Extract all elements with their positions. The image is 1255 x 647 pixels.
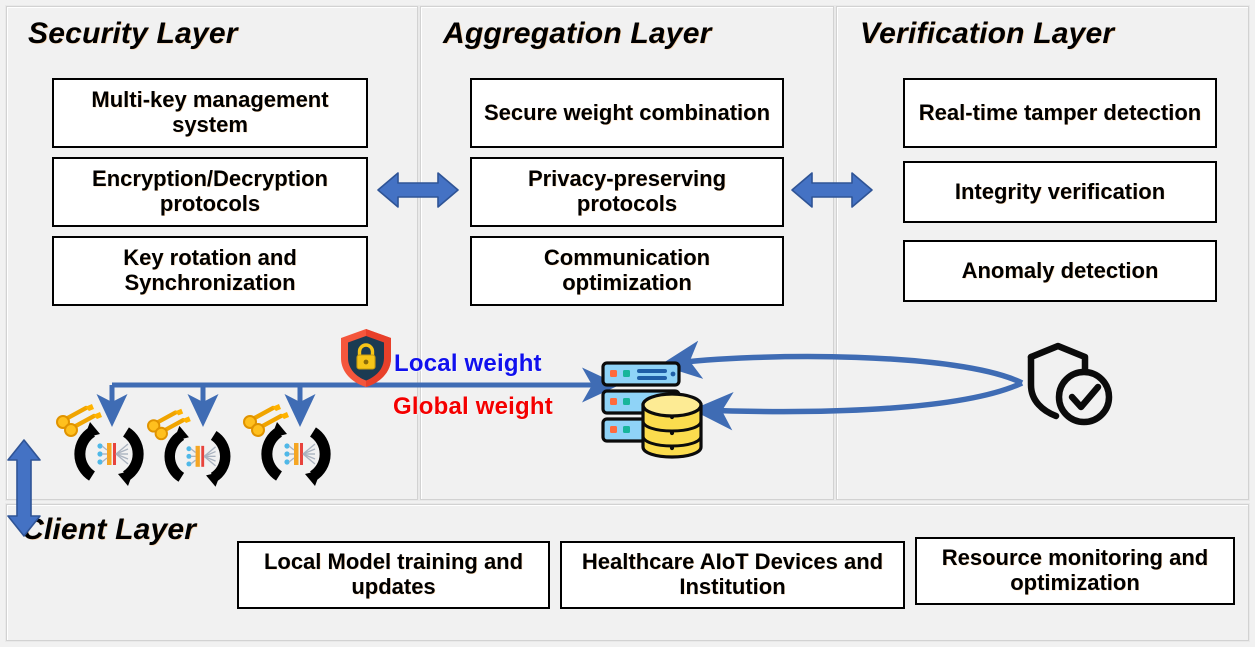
client-box-resource-monitoring[interactable]: Resource monitoring and optimization	[915, 537, 1235, 605]
client-training-node-icon[interactable]	[56, 398, 161, 503]
client-training-node-icon[interactable]	[243, 398, 348, 503]
layer-title-security: Security Layer	[28, 17, 238, 50]
label-local-weight: Local weight	[394, 350, 542, 377]
client-training-node-icon[interactable]	[147, 403, 247, 503]
security-box-encryption-protocols[interactable]: Encryption/Decryption protocols	[52, 157, 368, 227]
server-database-icon	[601, 361, 703, 459]
aggregation-box-communication-optimization[interactable]: Communication optimization	[470, 236, 784, 306]
bidirectional-arrow-security-aggregation	[377, 172, 459, 208]
security-box-key-rotation[interactable]: Key rotation and Synchronization	[52, 236, 368, 306]
aggregation-box-privacy-preserving-protocols[interactable]: Privacy-preserving protocols	[470, 157, 784, 227]
layer-title-verification: Verification Layer	[860, 17, 1115, 50]
verification-box-anomaly-detection[interactable]: Anomaly detection	[903, 240, 1217, 302]
shield-check-icon	[1027, 342, 1113, 426]
client-box-local-model-training[interactable]: Local Model training and updates	[237, 541, 550, 609]
verification-box-integrity-verification[interactable]: Integrity verification	[903, 161, 1217, 223]
bidirectional-arrow-aggregation-verification	[791, 172, 873, 208]
shield-lock-icon	[341, 329, 391, 387]
aggregation-box-secure-weight-combination[interactable]: Secure weight combination	[470, 78, 784, 148]
security-box-multi-key-management[interactable]: Multi-key management system	[52, 78, 368, 148]
label-global-weight: Global weight	[393, 393, 553, 420]
bidirectional-arrow-client-layer	[7, 439, 41, 537]
layer-title-client: Client Layer	[22, 513, 197, 546]
layer-title-aggregation: Aggregation Layer	[443, 17, 712, 50]
verification-box-tamper-detection[interactable]: Real-time tamper detection	[903, 78, 1217, 148]
client-box-healthcare-aiot-devices[interactable]: Healthcare AIoT Devices and Institution	[560, 541, 905, 609]
